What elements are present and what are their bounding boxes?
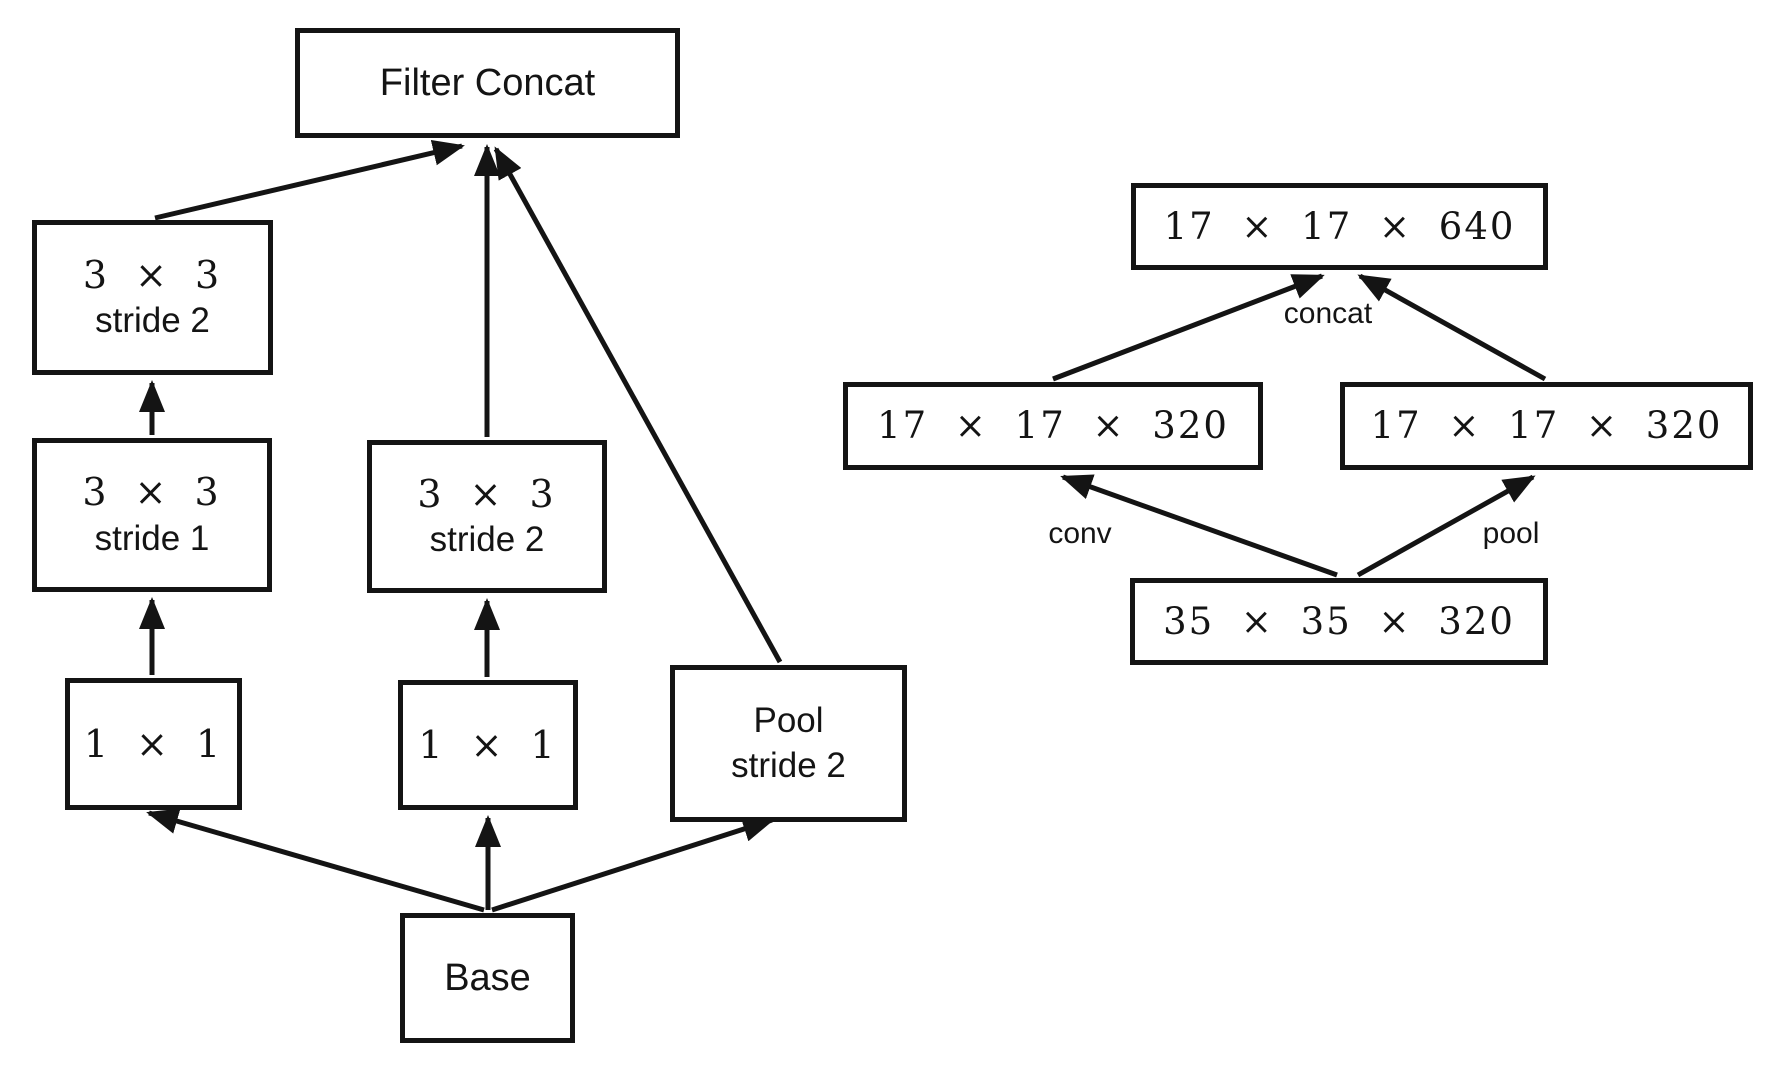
conv-17x17x320-box: 17 × 17 × 320: [843, 382, 1263, 470]
base-label: Base: [444, 956, 531, 999]
stride-label: stride 2: [731, 745, 846, 785]
tensor-shape-label: 17 × 17 × 320: [1370, 404, 1723, 448]
input-35x35x320-box: 35 × 35 × 320: [1130, 578, 1548, 665]
arrow-conv3x3s2-to-filter-concat: [154, 139, 465, 221]
tensor-shape-label: 17 × 17 × 320: [877, 404, 1229, 448]
concat-edge-label: concat: [1283, 297, 1373, 330]
kernel-size-label: 3 × 3: [82, 252, 223, 297]
stride-label: stride 2: [95, 301, 210, 341]
stride-label: stride 1: [94, 518, 210, 558]
left-conv-1x1-box: 1 × 1: [65, 678, 242, 810]
kernel-size-label: 3 × 3: [417, 471, 557, 516]
kernel-size-label: 1 × 1: [418, 722, 558, 767]
conv-edge-label: conv: [1048, 517, 1112, 550]
base-box: Base: [400, 913, 575, 1043]
kernel-size-label: 1 × 1: [83, 721, 224, 766]
output-17x17x640-box: 17 × 17 × 640: [1131, 183, 1548, 270]
stride-label: stride 2: [429, 520, 545, 560]
left-conv-3x3-stride1-box: 3 × 3 stride 1: [32, 438, 272, 592]
filter-concat-box: Filter Concat: [295, 28, 680, 138]
tensor-shape-label: 35 × 35 × 320: [1163, 599, 1515, 643]
pool-stride2-box: Pool stride 2: [670, 665, 907, 822]
arrow-base-to-pool: [491, 816, 775, 913]
middle-conv-3x3-stride2-box: 3 × 3 stride 2: [367, 440, 607, 593]
pool-edge-label: pool: [1482, 517, 1540, 550]
pool-label: Pool: [753, 700, 824, 740]
kernel-size-label: 3 × 3: [82, 470, 222, 515]
arrow-base-to-left-conv1x1: [146, 808, 485, 913]
left-conv-3x3-stride2-box: 3 × 3 stride 2: [32, 220, 273, 375]
middle-conv-1x1-box: 1 × 1: [398, 680, 578, 810]
filter-concat-label: Filter Concat: [379, 61, 596, 104]
tensor-shape-label: 17 × 17 × 640: [1163, 204, 1516, 248]
pool-17x17x320-box: 17 × 17 × 320: [1340, 382, 1753, 470]
